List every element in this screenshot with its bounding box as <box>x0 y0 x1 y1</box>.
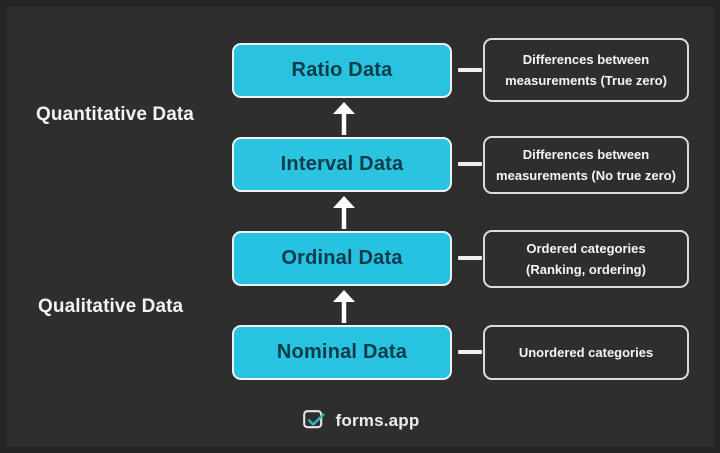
description-box-interval: Differences between measurements (No tru… <box>483 136 689 194</box>
connector-line-ratio <box>458 68 482 72</box>
edge-shade-right <box>714 0 720 453</box>
description-line: Differences between <box>522 52 650 67</box>
level-box-ratio[interactable]: Ratio Data <box>232 43 452 98</box>
edge-shade-top <box>0 0 720 7</box>
forms-app-logo-icon <box>301 408 327 434</box>
connector-line-ordinal <box>458 256 482 260</box>
description-line: measurements (No true zero) <box>496 168 676 183</box>
description-line: Unordered categories <box>518 345 654 360</box>
description-line: Ordered categories <box>526 241 646 256</box>
brand-name: forms.app <box>335 411 420 430</box>
description-box-ordinal: Ordered categories (Ranking, ordering) <box>483 230 689 288</box>
level-label-ratio: Ratio Data <box>291 59 393 81</box>
brand-footer: forms.app <box>0 408 720 434</box>
description-box-ratio: Differences between measurements (True z… <box>483 38 689 102</box>
description-line: (Ranking, ordering) <box>526 262 646 277</box>
level-box-interval[interactable]: Interval Data <box>232 137 452 192</box>
edge-shade-left <box>0 0 7 453</box>
level-label-interval: Interval Data <box>280 153 404 175</box>
description-box-nominal: Unordered categories <box>483 325 689 380</box>
edge-shade-bottom <box>0 447 720 453</box>
connector-line-nominal <box>458 350 482 354</box>
level-label-nominal: Nominal Data <box>276 341 408 363</box>
connector-line-interval <box>458 162 482 166</box>
level-box-ordinal[interactable]: Ordinal Data <box>232 231 452 286</box>
group-label-qualitative: Qualitative Data <box>38 296 184 317</box>
description-line: measurements (True zero) <box>505 73 667 88</box>
arrow-up-icon <box>331 100 357 136</box>
description-line: Differences between <box>522 147 650 162</box>
group-label-quantitative: Quantitative Data <box>36 104 194 125</box>
arrow-up-icon <box>331 194 357 230</box>
level-label-ordinal: Ordinal Data <box>281 247 403 269</box>
level-box-nominal[interactable]: Nominal Data <box>232 325 452 380</box>
arrow-up-icon <box>331 288 357 324</box>
